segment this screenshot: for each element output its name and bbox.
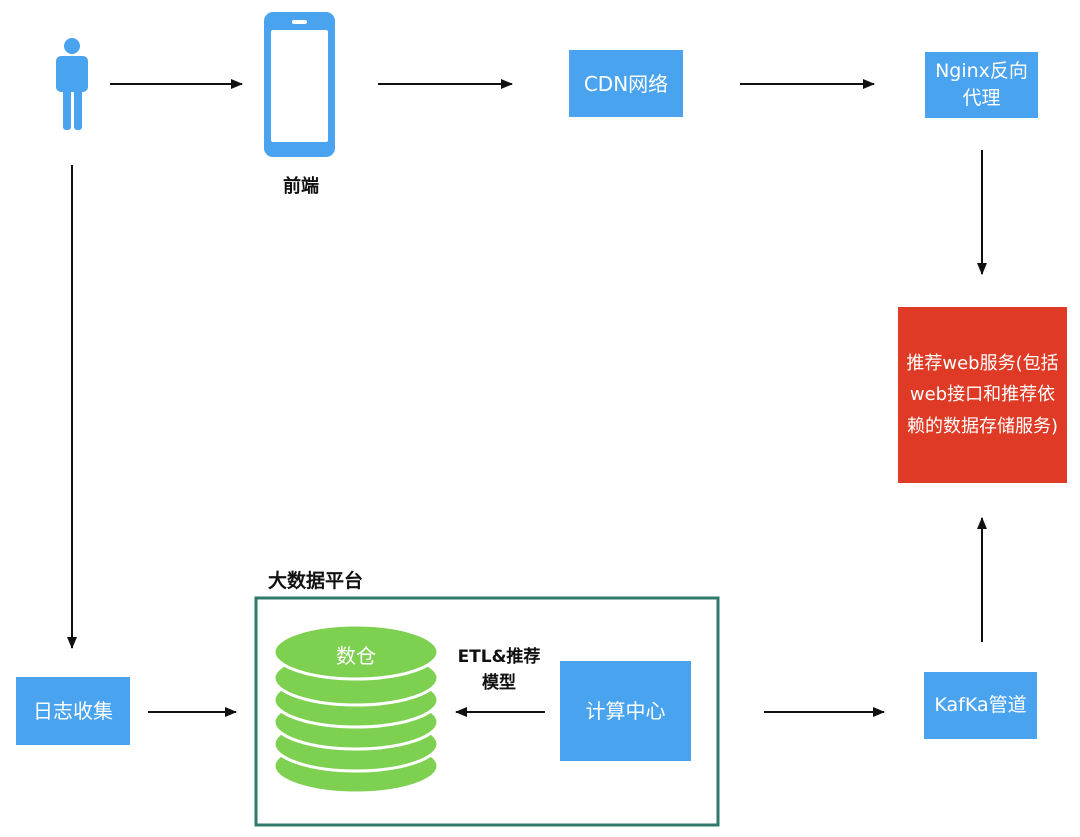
- data-warehouse-label: 数仓: [336, 644, 376, 668]
- etl-model-label: ETL&推荐模型: [457, 647, 541, 694]
- mobile-phone-icon: [264, 12, 335, 157]
- big-data-platform-label: 大数据平台: [268, 570, 364, 592]
- recommendation-service-node: 推荐web服务(包括web接口和推荐依赖的数据存储服务): [898, 307, 1067, 483]
- big-data-platform-frame: [254, 596, 720, 827]
- compute-center-node: 计算中心: [560, 661, 691, 761]
- cdn-node: CDN网络: [569, 50, 683, 117]
- kafka-node: KafKa管道: [924, 672, 1037, 739]
- log-collection-node: 日志收集: [16, 677, 130, 745]
- person-icon: [56, 38, 88, 130]
- database-icon: [272, 623, 440, 795]
- frontend-label: 前端: [283, 176, 319, 197]
- nginx-node: Nginx反向代理: [925, 52, 1038, 118]
